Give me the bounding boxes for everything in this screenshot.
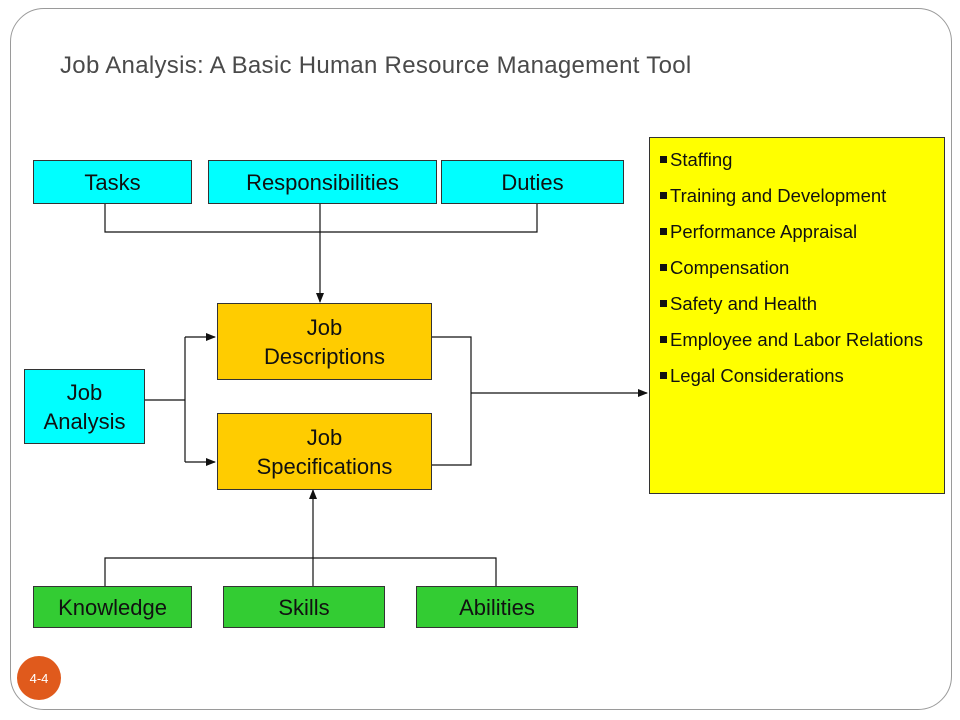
- square-bullet-icon: [660, 264, 667, 271]
- knowledge-label: Knowledge: [58, 594, 167, 620]
- abilities-box: Abilities: [416, 586, 578, 628]
- tasks-box: Tasks: [33, 160, 192, 204]
- hr-functions-list: Staffing Training and Development Perfor…: [660, 146, 934, 390]
- square-bullet-icon: [660, 192, 667, 199]
- job-specifications-box: Job Specifications: [217, 413, 432, 490]
- square-bullet-icon: [660, 228, 667, 235]
- square-bullet-icon: [660, 156, 667, 163]
- job-analysis-box: Job Analysis: [24, 369, 145, 444]
- skills-box: Skills: [223, 586, 385, 628]
- abilities-label: Abilities: [459, 594, 535, 620]
- job-descriptions-box: Job Descriptions: [217, 303, 432, 380]
- skills-label: Skills: [278, 594, 330, 620]
- hr-functions-panel: Staffing Training and Development Perfor…: [649, 137, 945, 494]
- square-bullet-icon: [660, 300, 667, 307]
- page-number-label: 4-4: [29, 670, 49, 686]
- job-analysis-label: Job Analysis: [43, 379, 126, 434]
- responsibilities-label: Responsibilities: [246, 169, 399, 195]
- hr-function-item: Employee and Labor Relations: [660, 326, 934, 354]
- top-bracket-line: [104, 204, 538, 233]
- square-bullet-icon: [660, 372, 667, 379]
- duties-box: Duties: [441, 160, 624, 204]
- slide-title: Job Analysis: A Basic Human Resource Man…: [60, 52, 692, 79]
- hr-function-item: Legal Considerations: [660, 362, 934, 390]
- hr-function-item: Compensation: [660, 254, 934, 282]
- square-bullet-icon: [660, 336, 667, 343]
- job-specifications-label: Job Specifications: [256, 424, 393, 479]
- responsibilities-box: Responsibilities: [208, 160, 437, 204]
- bottom-bracket-line: [104, 557, 497, 586]
- page-number-badge: 4-4: [17, 656, 61, 700]
- duties-label: Duties: [501, 169, 564, 195]
- hr-function-item: Staffing: [660, 146, 934, 174]
- output-bracket-line: [432, 336, 472, 466]
- hr-function-item: Training and Development: [660, 182, 934, 210]
- hr-function-item: Safety and Health: [660, 290, 934, 318]
- job-descriptions-label: Job Descriptions: [263, 314, 386, 369]
- knowledge-box: Knowledge: [33, 586, 192, 628]
- tasks-label: Tasks: [84, 169, 141, 195]
- hr-function-item: Performance Appraisal: [660, 218, 934, 246]
